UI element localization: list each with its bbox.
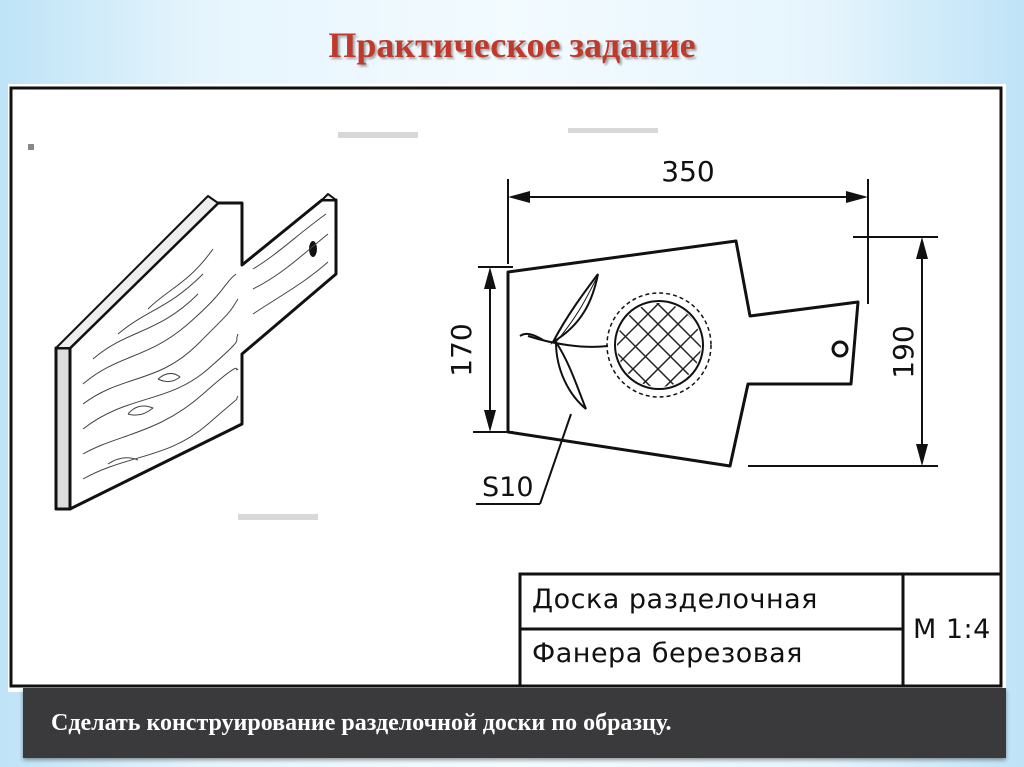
drawing-frame (9, 86, 1003, 688)
dimension-length (507, 179, 869, 304)
title-block (518, 572, 1003, 688)
technical-drawing: 350 170 190 S10 (9, 86, 1003, 688)
dimension-right-height (748, 236, 938, 467)
thickness-leader (476, 413, 572, 505)
task-banner: Сделать конструирование разделочной доск… (23, 688, 1006, 758)
board-front-view (506, 239, 860, 468)
dimension-right-height-label: 190 (887, 325, 920, 378)
thickness-label: S10 (482, 472, 534, 503)
stamp-material: Фанера березовая (532, 638, 803, 669)
stamp-part-name: Доска разделочная (532, 584, 818, 615)
dimension-length-label: 350 (661, 155, 714, 188)
drawing-sheet: 350 170 190 S10 Доска разделочная Фанера… (8, 84, 1006, 692)
slide-title: Практическое задание (328, 25, 696, 65)
task-banner-text: Сделать конструирование разделочной доск… (51, 709, 672, 736)
board-isometric-view (54, 193, 338, 511)
sunflower-drawing (519, 273, 712, 410)
dimension-left-height (473, 266, 513, 433)
dimension-left-height-label: 170 (445, 323, 478, 376)
stamp-scale: М 1:4 (913, 614, 991, 645)
